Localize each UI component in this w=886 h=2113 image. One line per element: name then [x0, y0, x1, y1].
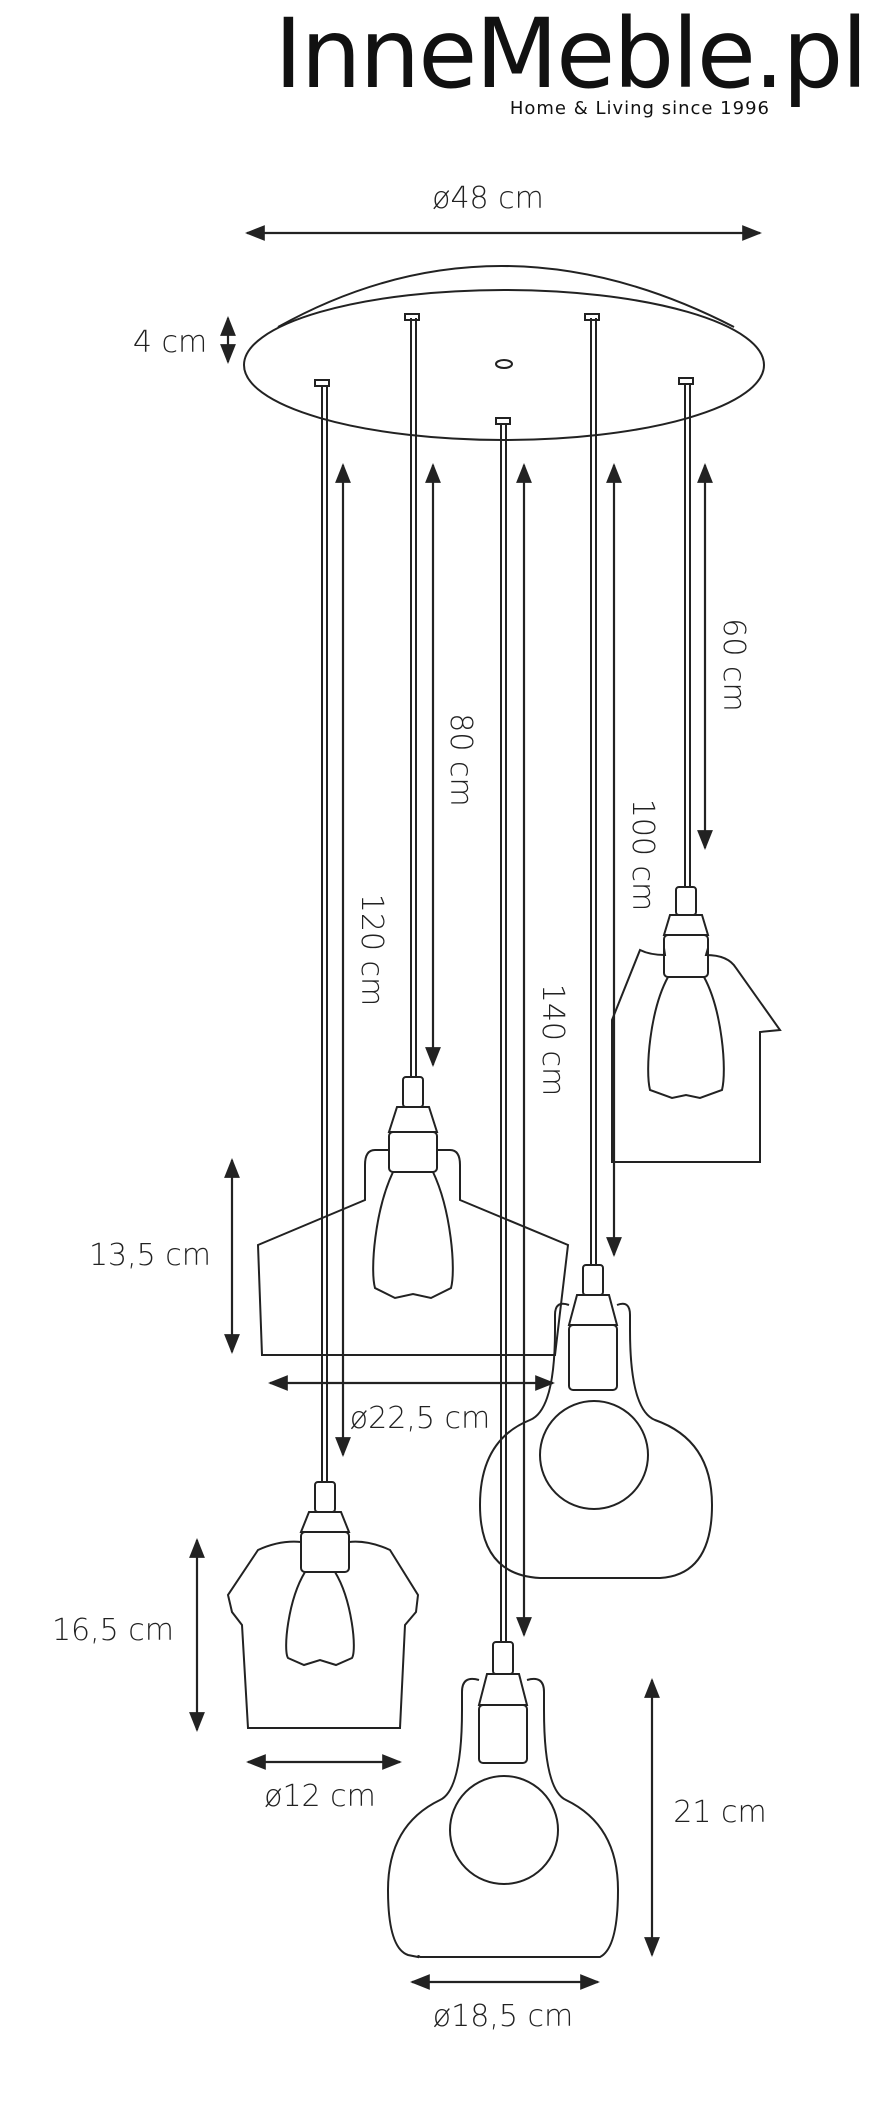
dimension-labels: ø48 cm 4 cm 60 cm 80 cm 100 cm 120 cm 14… [52, 181, 767, 2034]
brand-logo: InneMeble.pl Home & Living since 1996 [274, 0, 868, 119]
label-cable-60: 60 cm [716, 618, 751, 711]
lamp-60 [611, 886, 782, 1163]
label-small-height: 16,5 cm [52, 1613, 174, 1648]
label-bell-diameter: ø18,5 cm [433, 1999, 573, 2034]
cable-group [314, 313, 694, 1645]
lamp-140 [386, 1641, 620, 1959]
label-wide-height: 13,5 cm [89, 1238, 211, 1273]
label-cable-120: 120 cm [354, 894, 389, 1007]
ceiling-canopy [243, 265, 765, 441]
label-small-diameter: ø12 cm [264, 1779, 376, 1814]
dimension-arrows [189, 225, 762, 1990]
label-cable-80: 80 cm [443, 713, 478, 806]
brand-name: InneMeble.pl [274, 0, 868, 110]
label-canopy-diameter: ø48 cm [432, 181, 544, 216]
lamp-120 [226, 1481, 420, 1729]
label-cable-140: 140 cm [535, 984, 570, 1097]
label-cable-100: 100 cm [625, 799, 660, 912]
label-bell-height: 21 cm [673, 1795, 766, 1830]
label-canopy-height: 4 cm [133, 325, 207, 360]
lamp-100 [478, 1264, 714, 1579]
brand-tagline: Home & Living since 1996 [509, 98, 770, 119]
label-wide-diameter: ø22,5 cm [350, 1401, 490, 1436]
lamp-80 [256, 1076, 570, 1356]
